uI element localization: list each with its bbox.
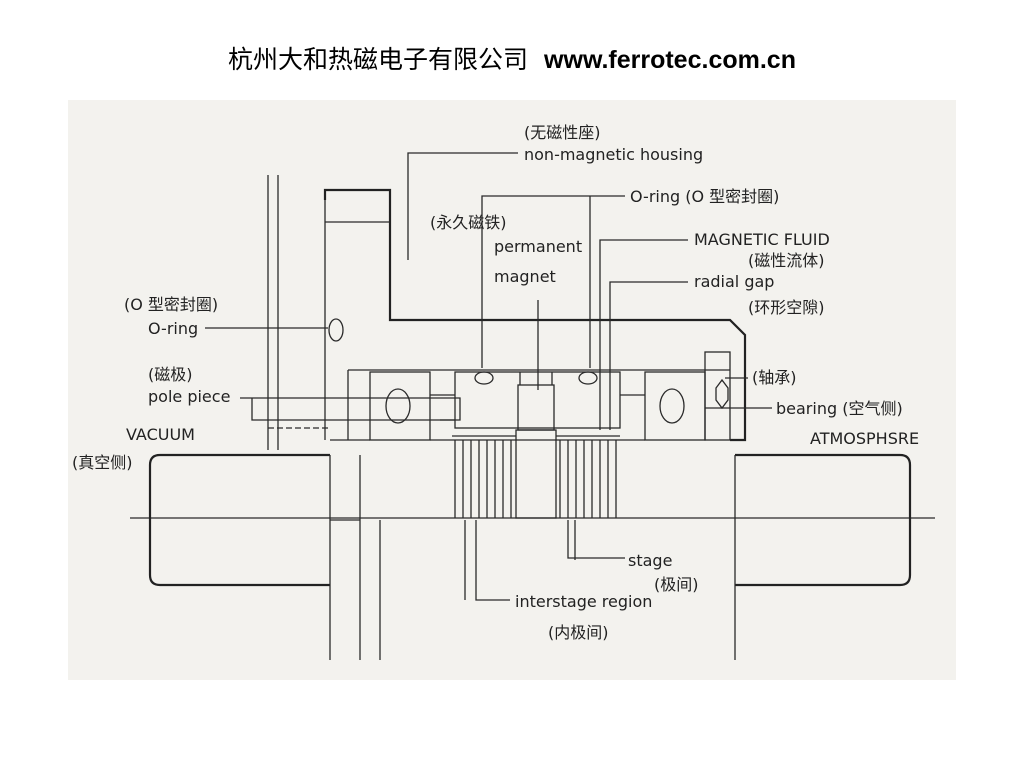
label-gap-cn: (环形空隙) — [748, 298, 825, 317]
oring-pole-left-icon — [474, 371, 494, 385]
label-interstage-en: interstage region — [515, 592, 652, 611]
leader-stage — [567, 520, 625, 559]
label-bearing-en: bearing (空气侧) — [776, 399, 903, 418]
retainer-nut-icon — [715, 378, 729, 410]
housing-outline — [323, 188, 747, 442]
bearing-right-ball-icon — [659, 388, 685, 424]
label-stage-cn: (极间) — [654, 575, 699, 594]
oring-left-icon — [328, 318, 344, 342]
label-pole-cn: (磁极) — [148, 365, 193, 384]
leader-fluid — [599, 239, 688, 430]
label-oring-top: O-ring (O 型密封圈) — [630, 187, 779, 206]
label-stage-en: stage — [628, 551, 672, 570]
bearing-left — [369, 371, 431, 441]
label-bearing-cn: (轴承) — [752, 368, 797, 387]
shaft-left — [148, 453, 330, 587]
label-magnet-cn: (永久磁铁) — [430, 213, 507, 232]
label-interstage-cn: (内极间) — [548, 623, 609, 642]
label-housing-en: non-magnetic housing — [524, 145, 703, 164]
bearing-left-ball-icon — [385, 388, 411, 424]
bearing-retainer — [704, 351, 731, 441]
leader-housing — [407, 152, 518, 260]
interstage-gap — [515, 429, 557, 519]
label-vacuum-cn: (真空侧) — [72, 453, 133, 472]
leader-gap — [609, 281, 688, 430]
label-magnet-en2: magnet — [494, 267, 556, 286]
page-title: 杭州大和热磁电子有限公司 www.ferrotec.com.cn — [0, 40, 1024, 76]
leader-pole-2 — [251, 398, 455, 421]
label-fluid-en: MAGNETIC FLUID — [694, 230, 830, 249]
company-url: www.ferrotec.com.cn — [544, 46, 796, 74]
label-atmosphere: ATMOSPHSRE — [810, 429, 919, 448]
label-vacuum-en: VACUUM — [126, 425, 195, 444]
leader-oring-top — [481, 195, 625, 368]
company-name: 杭州大和热磁电子有限公司 — [228, 45, 529, 74]
label-housing-cn: (无磁性座) — [524, 123, 601, 142]
stage-teeth-right — [556, 435, 620, 518]
oring-pole-right-icon — [578, 371, 598, 385]
stage-teeth-left — [452, 435, 516, 518]
label-pole-en: pole piece — [148, 387, 230, 406]
label-magnet-en1: permanent — [494, 237, 582, 256]
label-oring-left-en: O-ring — [148, 319, 198, 338]
shaft-right — [735, 453, 912, 587]
diagram-figure — [68, 100, 956, 680]
leader-interstage — [475, 520, 510, 601]
label-gap-en: radial gap — [694, 272, 774, 291]
label-fluid-cn: (磁性流体) — [748, 251, 825, 270]
label-oring-left-cn: (O 型密封圈) — [124, 295, 218, 314]
